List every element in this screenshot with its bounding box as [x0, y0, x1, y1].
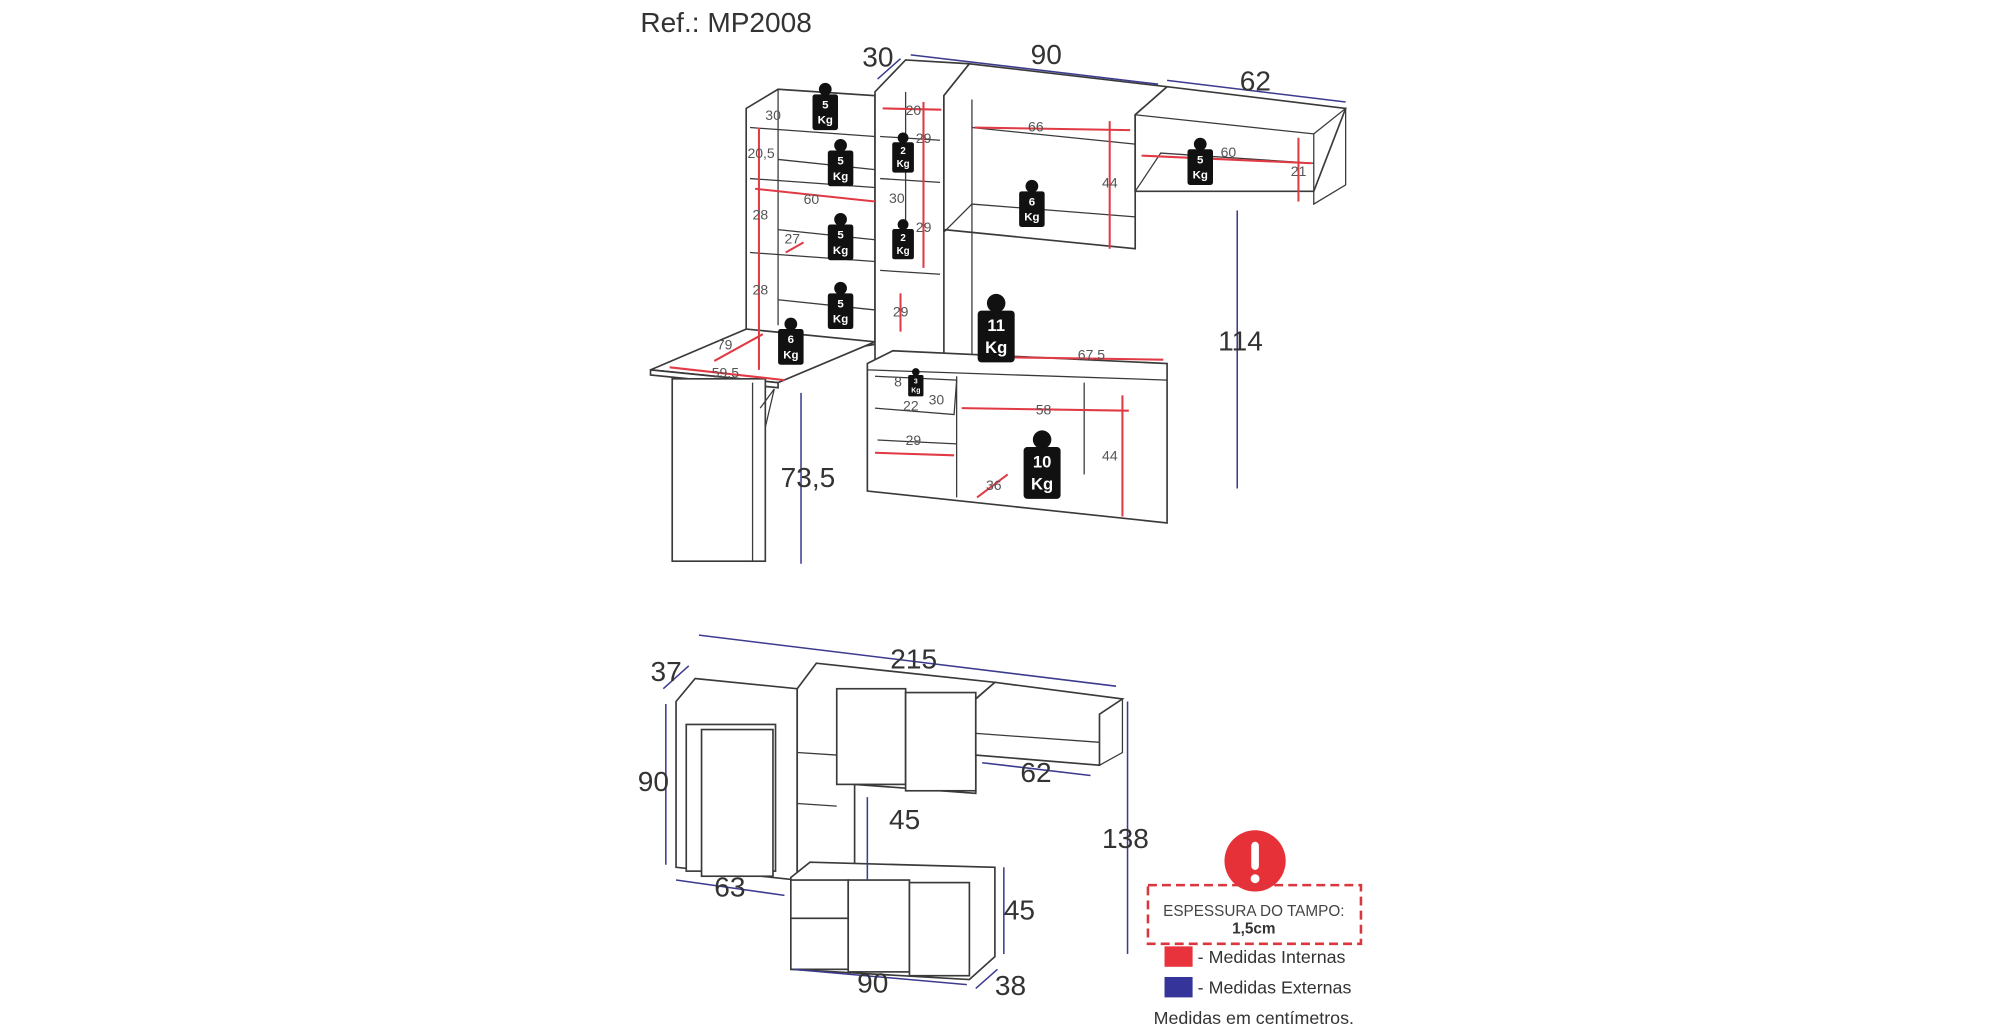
internal-dimension-label: 58 [1036, 402, 1052, 418]
weight-unit: Kg [833, 171, 848, 183]
weight-value: 2 [900, 146, 906, 157]
weight-icon: 2Kg [892, 132, 914, 173]
internal-dimension-label: 66 [1028, 118, 1044, 134]
weight-value: 5 [1197, 154, 1204, 166]
weight-unit: Kg [818, 115, 833, 127]
weight-unit: Kg [911, 388, 920, 395]
external-dimension-label: 30 [862, 41, 893, 72]
internal-dimension-label: 30 [765, 107, 781, 123]
weight-value: 5 [822, 99, 829, 111]
internal-label: - Medidas Internas [1198, 947, 1346, 967]
internal-dimension-label: 22 [903, 398, 919, 414]
external-color-swatch [1164, 976, 1193, 998]
warning-box [1146, 883, 1363, 946]
internal-dimension-label: 29 [893, 303, 909, 319]
weight-icon: 5Kg [827, 139, 854, 187]
external-dimension-label: 90 [638, 766, 669, 797]
internal-dimension-label: 29 [916, 130, 932, 146]
internal-dimension-label: 67,5 [1078, 347, 1105, 363]
external-dimension-label: 114 [1218, 326, 1263, 357]
internal-dimension-label: 60 [1221, 144, 1237, 160]
weight-value: 5 [837, 230, 844, 242]
weight-value: 5 [837, 156, 844, 168]
weight-icon: 6Kg [1019, 179, 1045, 228]
internal-dimension-label: 60 [804, 191, 820, 207]
warning-title: ESPESSURA DO TAMPO: [1163, 903, 1344, 920]
weight-icon: 3Kg [908, 368, 924, 397]
weight-unit: Kg [897, 159, 910, 170]
internal-dimension-label: 59,5 [712, 365, 739, 381]
internal-dimension-label: 30 [929, 391, 945, 407]
weight-unit: Kg [897, 246, 910, 257]
weight-value: 11 [987, 316, 1005, 335]
units-note: Medidas em centímetros. [1154, 1008, 1354, 1028]
internal-dimension-label: 44 [1102, 447, 1118, 463]
weight-value: 6 [788, 334, 794, 346]
internal-dimension-label: 8 [894, 373, 902, 389]
external-dimension-label: 62 [1020, 757, 1051, 788]
external-dimension-label: 45 [889, 804, 920, 835]
weight-unit: Kg [1031, 475, 1053, 494]
weight-unit: Kg [833, 245, 848, 257]
internal-dimension-label: 36 [986, 477, 1002, 493]
weight-unit: Kg [985, 338, 1007, 357]
weight-icon: 5Kg [827, 281, 854, 330]
external-dimension-label: 215 [890, 643, 937, 674]
weight-icon: 5Kg [812, 82, 839, 131]
internal-dimension-label: 29 [906, 432, 922, 448]
internal-dimension-label: 27 [784, 231, 800, 247]
external-dimension-label: 45 [1004, 895, 1035, 926]
internal-dimension-label: 20 [906, 102, 922, 118]
internal-dimension-label: 28 [753, 206, 769, 222]
reference-title: Ref.: MP2008 [640, 7, 812, 38]
weight-value: 6 [1029, 196, 1035, 208]
weight-value: 2 [900, 233, 906, 244]
external-dimension-label: 138 [1102, 823, 1149, 854]
weight-unit: Kg [783, 349, 798, 361]
weight-value: 10 [1033, 452, 1052, 471]
external-dimension-label: 62 [1240, 66, 1271, 97]
external-dimension-label: 73,5 [781, 462, 836, 493]
weight-unit: Kg [1193, 170, 1208, 182]
external-dimension-label: 90 [1031, 39, 1062, 70]
weight-unit: Kg [833, 314, 848, 326]
legend: ESPESSURA DO TAMPO: 1,5cm - Medidas Inte… [1146, 830, 1363, 1028]
weight-icon: 5Kg [827, 212, 854, 261]
internal-dimension-label: 20,5 [747, 145, 774, 161]
external-dimension-label: 38 [995, 970, 1026, 1001]
weight-value: 5 [837, 298, 844, 310]
internal-dimension-label: 30 [889, 190, 905, 206]
weight-unit: Kg [1024, 212, 1039, 224]
internal-dimension-label: 44 [1102, 174, 1118, 190]
closed-view-drawing [662, 634, 1129, 990]
weight-icon: 6Kg [778, 317, 804, 365]
external-dimension-label: 37 [651, 656, 682, 687]
weight-icon: 2Kg [892, 219, 914, 260]
internal-dimension-label: 29 [916, 219, 932, 235]
internal-dimension-label: 79 [717, 336, 733, 352]
external-dimension-label: 90 [857, 967, 888, 998]
weight-value: 3 [914, 378, 918, 385]
internal-dimension-label: 28 [753, 282, 769, 298]
warning-value: 1,5cm [1232, 921, 1275, 938]
internal-color-swatch [1164, 946, 1193, 967]
external-dimension-label: 63 [714, 872, 745, 903]
weight-icon: 5Kg [1187, 137, 1213, 185]
external-label: - Medidas Externas [1198, 978, 1352, 998]
internal-dimension-label: 21 [1291, 163, 1307, 179]
